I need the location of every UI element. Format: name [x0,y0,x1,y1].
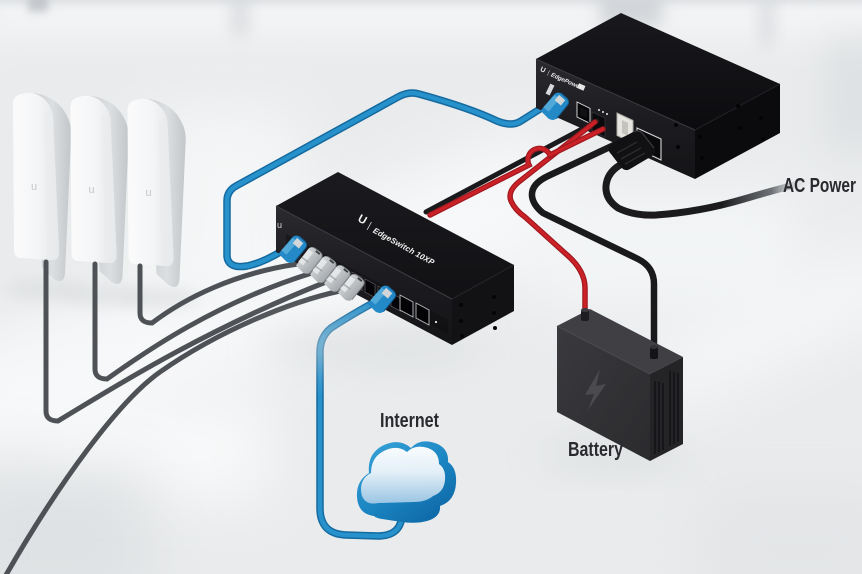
svg-text:Internet: Internet [380,409,439,432]
svg-text:u: u [277,220,282,230]
svg-text:u: u [31,181,37,193]
svg-text:U: U [539,66,546,74]
svg-text:Battery: Battery [568,438,623,461]
svg-text:|: | [546,70,550,76]
svg-text:|: | [366,220,373,231]
svg-text:AC Power: AC Power [783,174,856,197]
